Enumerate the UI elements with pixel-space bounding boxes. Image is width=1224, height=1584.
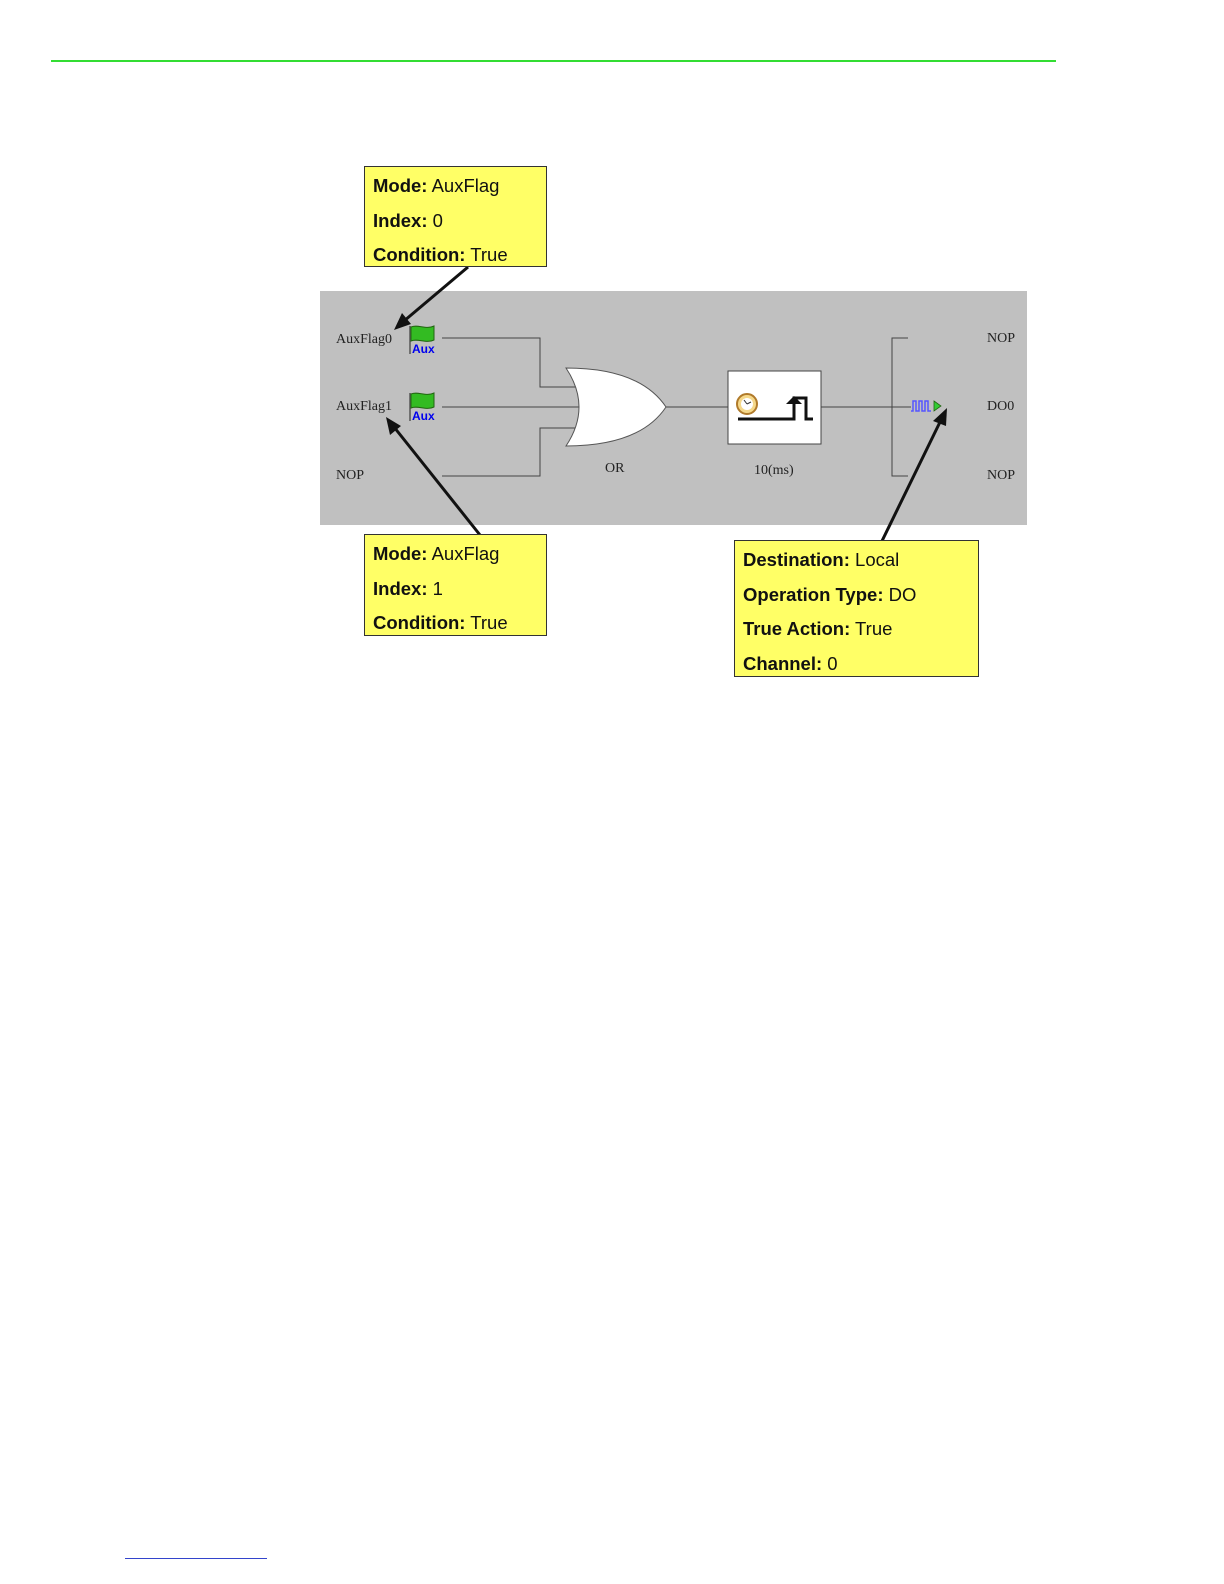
callout-row: True Action: True	[743, 612, 970, 647]
callout-row: Index: 0	[373, 204, 538, 239]
callout-value: Local	[855, 549, 899, 570]
callout-auxflag1: Mode: AuxFlag Index: 1 Condition: True	[364, 534, 547, 636]
callout-row: Destination: Local	[743, 543, 970, 578]
callout-key: Mode:	[373, 175, 427, 196]
callout-value: True	[855, 618, 892, 639]
callout-key: Index:	[373, 210, 427, 231]
clock-icon	[737, 394, 757, 414]
callout-row: Condition: True	[373, 606, 538, 641]
callout-value: AuxFlag	[432, 543, 500, 564]
logic-diagram: AuxFlag0 AuxFlag1 NOP Aux Aux OR	[0, 0, 1224, 720]
callout-row: Mode: AuxFlag	[373, 169, 538, 204]
callout-value: True	[470, 244, 507, 265]
callout-value: AuxFlag	[432, 175, 500, 196]
aux-icon-text: Aux	[412, 342, 435, 356]
timer-block[interactable]	[728, 371, 821, 444]
callout-key: Destination:	[743, 549, 850, 570]
callout-key: Index:	[373, 578, 427, 599]
callout-row: Condition: True	[373, 238, 538, 273]
callout-value: 0	[433, 210, 443, 231]
aux-icon-text: Aux	[412, 409, 435, 423]
output-label-do0: DO0	[987, 399, 1014, 414]
callout-value: DO	[889, 584, 917, 605]
output-label-nop-bottom: NOP	[987, 468, 1015, 483]
timer-label: 10(ms)	[754, 463, 794, 478]
callout-auxflag0: Mode: AuxFlag Index: 0 Condition: True	[364, 166, 547, 267]
callout-output: Destination: Local Operation Type: DO Tr…	[734, 540, 979, 677]
callout-key: Mode:	[373, 543, 427, 564]
callout-value: 1	[433, 578, 443, 599]
callout-key: Operation Type:	[743, 584, 883, 605]
footer-rule	[125, 1558, 267, 1559]
callout-key: Condition:	[373, 244, 465, 265]
callout-row: Channel: 0	[743, 647, 970, 682]
callout-key: Condition:	[373, 612, 465, 633]
gate-label: OR	[605, 461, 625, 476]
callout-row: Index: 1	[373, 572, 538, 607]
input-label-nop: NOP	[336, 468, 364, 483]
callout-key: True Action:	[743, 618, 850, 639]
callout-row: Mode: AuxFlag	[373, 537, 538, 572]
output-label-nop-top: NOP	[987, 331, 1015, 346]
input-label-auxflag1: AuxFlag1	[336, 399, 392, 414]
input-label-auxflag0: AuxFlag0	[336, 332, 392, 347]
callout-value: True	[470, 612, 507, 633]
callout-row: Operation Type: DO	[743, 578, 970, 613]
callout-value: 0	[827, 653, 837, 674]
callout-key: Channel:	[743, 653, 822, 674]
